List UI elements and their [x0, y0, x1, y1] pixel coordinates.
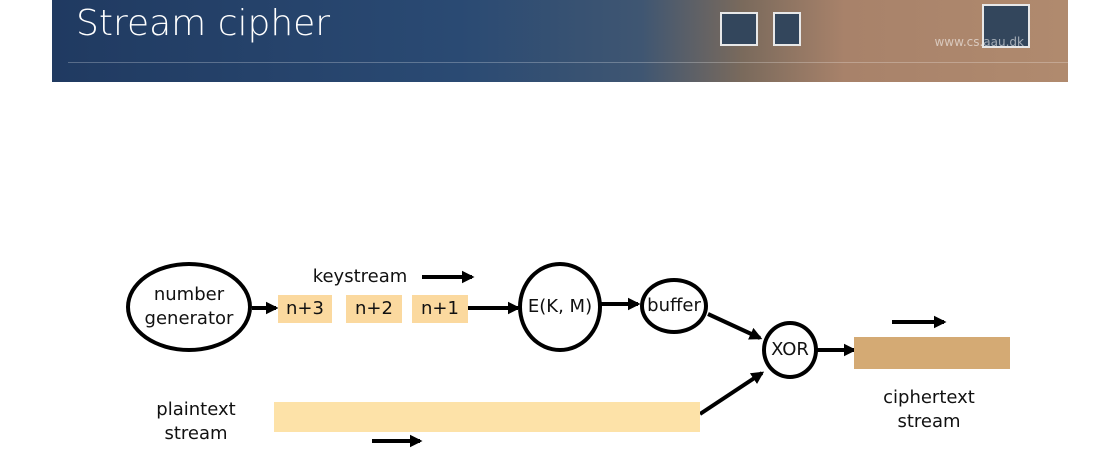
ciphertext-bar	[854, 337, 1010, 369]
banner-window	[720, 12, 758, 46]
banner-frame	[68, 0, 1068, 63]
slide-banner: Stream cipher www.cs.aau.dk	[52, 0, 1068, 82]
plaintext-bar	[274, 402, 700, 432]
key-block-n3: n+3	[278, 295, 332, 323]
key-block-n2: n+2	[346, 295, 402, 323]
encryptor-node: E(K, M)	[518, 262, 602, 352]
number-generator-label: number generator	[144, 284, 234, 329]
ciphertext-label: ciphertext stream	[883, 387, 975, 432]
key-block-n1: n+1	[412, 295, 468, 323]
xor-label: XOR	[771, 339, 809, 360]
slide-url: www.cs.aau.dk	[934, 35, 1024, 49]
buffer-label: buffer	[647, 295, 701, 316]
number-generator-node: number generator	[126, 262, 252, 352]
buffer-node: buffer	[640, 278, 708, 334]
banner-window	[982, 4, 1030, 48]
buffer-to-xor-arrow	[707, 312, 763, 340]
encryptor-label: E(K, M)	[527, 296, 593, 317]
banner-window	[773, 12, 801, 46]
keystream-label: keystream	[312, 266, 408, 287]
xor-node: XOR	[762, 321, 818, 379]
plaintext-to-xor-arrow	[698, 371, 765, 416]
plaintext-label: plaintext stream	[156, 399, 236, 444]
slide-title: Stream cipher	[76, 3, 331, 44]
